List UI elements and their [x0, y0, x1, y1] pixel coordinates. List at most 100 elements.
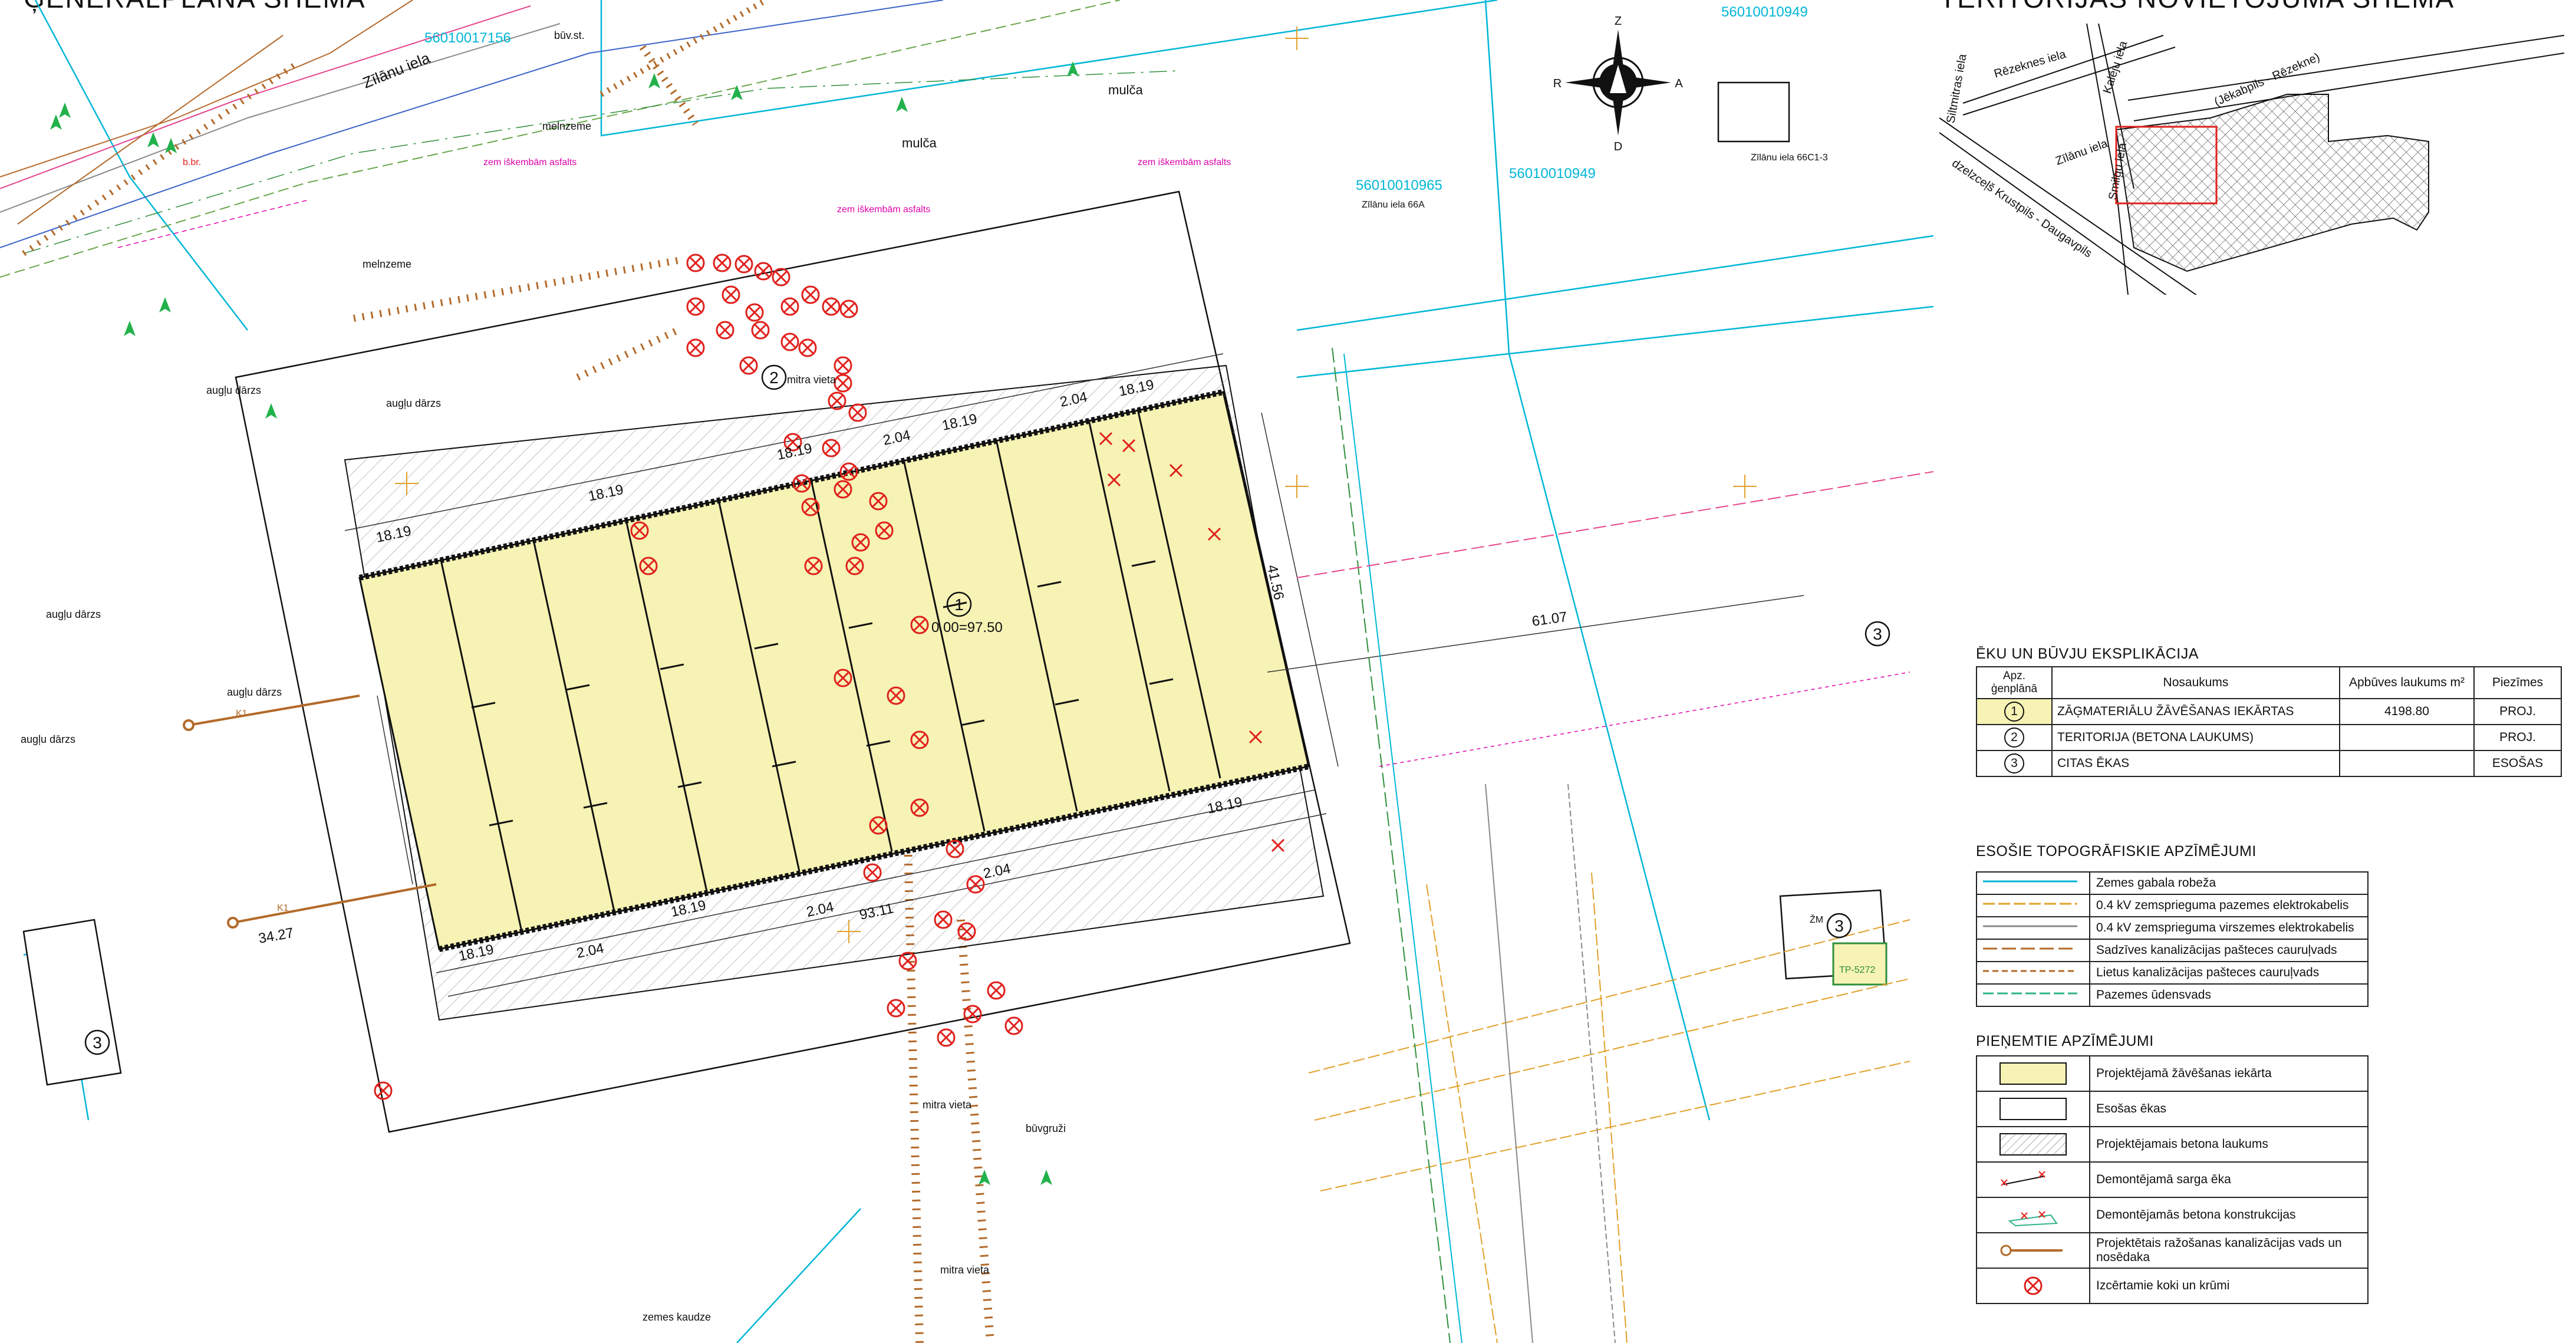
street-label: Zīlānu iela 66A: [1362, 200, 1425, 210]
legend-row: Demontējamās betona konstrukcijas: [1976, 1197, 2369, 1233]
cut-tree-icon: [934, 910, 953, 929]
row-note: PROJ.: [2473, 724, 2562, 751]
col-area: Apbūves laukums m²: [2339, 666, 2475, 699]
compass-s: D: [1614, 140, 1622, 153]
cut-tree-icon: [822, 439, 841, 457]
accepted-legend: Projektējamā žāvēšanas iekārta Esošas ēk…: [1976, 1055, 2369, 1304]
legend-row: Izcērtamie koki un krūmi: [1976, 1268, 2369, 1304]
cut-tree-icon: [851, 533, 870, 552]
area-label: b.br.: [183, 157, 201, 167]
row-area: [2339, 750, 2475, 777]
legend-row: Pazemes ūdensvads: [1976, 983, 2369, 1007]
legend-text: Projektējamā žāvēšanas iekārta: [2089, 1055, 2369, 1092]
parcel-label: 56010017156: [424, 30, 511, 46]
accepted-legend-title: PIEŅEMTIE APZĪMĒJUMI: [1976, 1033, 2154, 1049]
existing-building-swatch: [1999, 1098, 2067, 1120]
area-label: mitra vieta: [940, 1264, 990, 1276]
area-label: zem iškembām asfalts: [483, 157, 577, 167]
dim-label: 34.27: [257, 925, 295, 947]
row-area: 4198.80: [2339, 698, 2475, 725]
row-name: CITAS ĒKAS: [2051, 750, 2340, 777]
callout-number: 3: [1834, 917, 1844, 935]
cut-tree-icon: [716, 321, 734, 340]
cut-tree-icon: [957, 922, 976, 941]
cut-tree-icon: [887, 686, 905, 705]
overhead-cable-symbol: [1983, 925, 2077, 927]
site-marker: [2115, 126, 2218, 205]
cut-tree-icon: [946, 840, 964, 858]
legend-row: Projektējamais betona laukums: [1976, 1126, 2369, 1163]
building-callouts: [84, 364, 1890, 1055]
shrub-icon: [59, 103, 71, 118]
compass-n: Z: [1615, 15, 1622, 28]
street-name: dzelzceļš Krustpils - Daugavpils: [1949, 157, 2094, 261]
cut-tree-icon: [937, 1028, 956, 1047]
area-label: zem iškembām asfalts: [1138, 157, 1231, 167]
table-row: 2 TERITORIJA (BETONA LAUKUMS) PROJ.: [1976, 724, 2562, 751]
cut-tree-icon: [898, 952, 917, 970]
legend-text: Izcērtamie koki un krūmi: [2089, 1268, 2369, 1304]
legend-row: Zemes gabala robeža: [1976, 871, 2369, 895]
drying-unit-swatch: [1999, 1062, 2067, 1085]
row-num: 1: [1976, 698, 2053, 725]
shrub-icon: [124, 321, 136, 336]
dimension-lines: [344, 353, 1804, 997]
transformer-tp: [1832, 942, 1887, 986]
shrub-icon: [648, 73, 660, 88]
cut-tree-icon: [713, 254, 732, 272]
cut-tree-icon: [875, 521, 894, 540]
row-note: ESOŠAS: [2473, 750, 2562, 777]
cut-tree-icon: [686, 338, 705, 357]
cut-tree-icon: [772, 268, 790, 287]
shrub-icon: [1040, 1170, 1052, 1185]
explikacija-title: ĒKU UN BŪVJU EKSPLIKĀCIJA: [1976, 646, 2199, 662]
terrain-slopes: [17, 0, 994, 1343]
area-label: melnzeme: [363, 258, 411, 270]
cut-tree-icon: [845, 557, 864, 575]
area-label: mulča: [1108, 83, 1143, 97]
drying-building: [358, 389, 1310, 952]
legend-text: Pazemes ūdensvads: [2089, 983, 2369, 1007]
legend-row: 0.4 kV zemsprieguma virszemes elektrokab…: [1976, 916, 2369, 940]
area-label: ŽM: [1810, 914, 1823, 925]
callout-number: 2: [769, 368, 779, 387]
callout-number: 1: [954, 595, 964, 614]
area-label: mitra vieta: [923, 1099, 972, 1111]
shrub-icon: [1067, 61, 1079, 77]
concrete-yard-swatch: [1999, 1133, 2067, 1156]
callout-number: 3: [1873, 625, 1882, 643]
legend-text: 0.4 kV zemsprieguma virszemes elektrokab…: [2089, 916, 2369, 940]
sewer-label: K1: [277, 903, 289, 913]
callout-number: 3: [93, 1033, 102, 1052]
parcel-boundaries: [23, 0, 1933, 1343]
area-label: augļu dārzs: [46, 608, 101, 620]
col-notes: Piezīmes: [2473, 666, 2562, 699]
cut-tree-icon: [754, 262, 773, 281]
table-row: 1 ZĀĢMATERIĀLU ŽĀVĒŠANAS IEKĀRTAS 4198.8…: [1976, 698, 2562, 725]
plan-title: ĢENERĀLPLĀNA SHĒMA: [24, 0, 366, 14]
area-label: būvgruži: [1026, 1123, 1066, 1134]
cut-tree-icon: [801, 285, 820, 304]
row-name: TERITORIJA (BETONA LAUKUMS): [2051, 724, 2340, 751]
cut-tree-icon: [910, 798, 929, 817]
cut-tree-icon: [798, 338, 817, 357]
cut-tree-icon: [780, 333, 799, 351]
cut-tree-icon: [910, 615, 929, 634]
explikacija-table: Apz. ģenplānā Nosaukums Apbūves laukums …: [1976, 666, 2562, 777]
area-label: mulča: [902, 136, 937, 150]
cut-tree-icon: [869, 816, 888, 835]
row-area: [2339, 724, 2475, 751]
cut-tree-icon: [734, 255, 753, 274]
projected-sewer: [183, 694, 437, 929]
shrub-icon: [165, 138, 177, 153]
cut-tree-icon: [374, 1081, 393, 1100]
area-label: būv.st.: [554, 29, 585, 41]
table-row: 3 CITAS ĒKAS ESOŠAS: [1976, 750, 2562, 777]
col-num: Apz. ģenplānā: [1976, 666, 2053, 699]
shrub-icon: [50, 114, 62, 130]
shrub-icon: [147, 132, 159, 147]
cut-tree-icon: [686, 254, 705, 272]
area-label: augļu dārzs: [386, 397, 441, 409]
shrub-icon: [731, 85, 743, 100]
cut-tree-icon: [910, 730, 929, 749]
